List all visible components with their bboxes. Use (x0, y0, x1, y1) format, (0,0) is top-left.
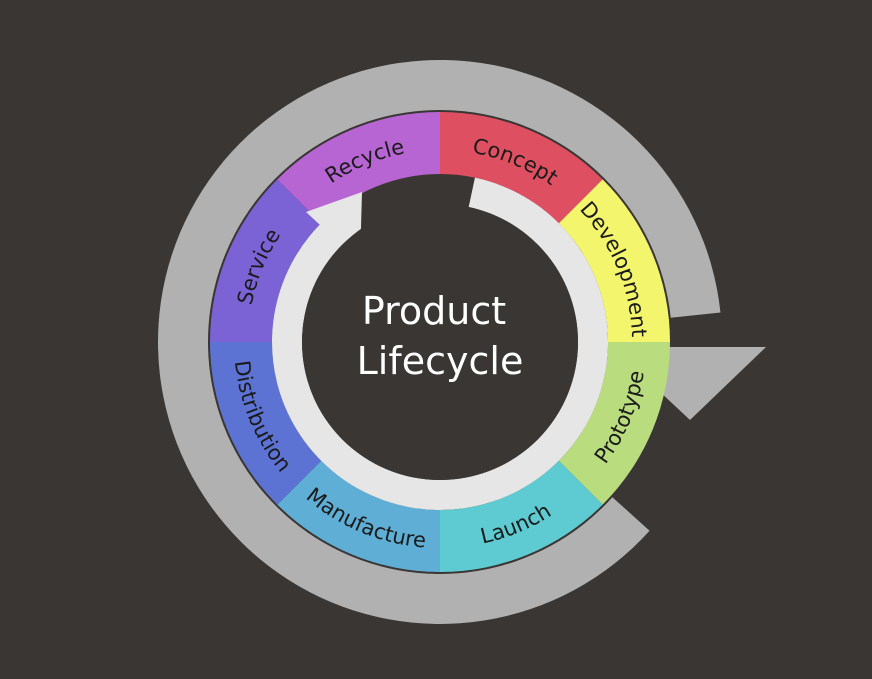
stage-segment-development (558, 179, 670, 342)
center-title-line-2: Lifecycle (357, 339, 524, 383)
stage-segment-recycle (277, 112, 440, 224)
center-disc (302, 204, 578, 480)
stage-segment-service (210, 179, 322, 342)
stage-segment-distribution (210, 342, 322, 505)
stage-segment-prototype (558, 342, 670, 505)
stage-segment-manufacture (277, 460, 440, 572)
center-title-line-1: Product (362, 289, 506, 333)
stage-ring (210, 112, 670, 572)
inner-cycle-arrow (271, 177, 609, 511)
stage-segment-launch (440, 460, 603, 572)
stage-segment-concept (440, 112, 603, 224)
